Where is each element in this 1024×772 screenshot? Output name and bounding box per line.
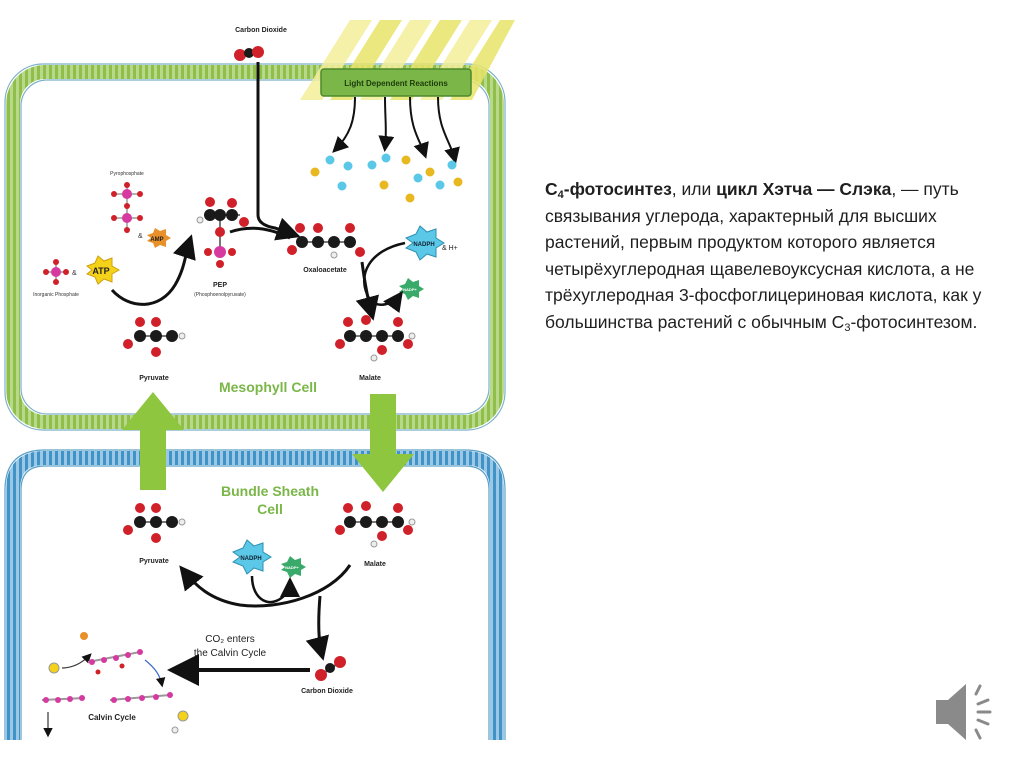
atp-burst bbox=[86, 255, 121, 285]
nadp-bottom-label: NADP+ bbox=[285, 565, 299, 570]
amp-label: AMP bbox=[150, 237, 163, 243]
nadph-bottom-burst bbox=[231, 539, 272, 575]
atp-ampersand: & bbox=[72, 270, 77, 277]
nadph-bottom-arrow bbox=[250, 575, 300, 604]
hatch-slack-term: цикл Хэтча — Слэка bbox=[716, 179, 892, 199]
pyruvate-bottom-molecule bbox=[123, 503, 186, 543]
oxaloacetate-molecule bbox=[287, 223, 365, 259]
pyrophosphate-molecule bbox=[111, 182, 143, 233]
c4-subscript: 4 bbox=[557, 189, 564, 201]
pyruvate-top-label: Pyruvate bbox=[139, 375, 169, 382]
nadp-top-burst bbox=[399, 278, 424, 300]
pep-label: PEP bbox=[213, 282, 227, 289]
description-end: -фотосинтезом. bbox=[850, 311, 978, 332]
c4-term: -фотосинтез bbox=[563, 179, 672, 199]
light-arrows bbox=[332, 96, 460, 164]
malate-to-pyruvate-arrow bbox=[179, 564, 352, 608]
bundle-sheath-membrane bbox=[6, 451, 504, 740]
co2-top-label: Carbon Dioxide bbox=[235, 27, 287, 34]
light-reactions-box bbox=[320, 68, 472, 97]
inorganic-phosphate-label: Inorganic Phosphate bbox=[33, 292, 79, 298]
pyruvate-to-pep-arrow bbox=[110, 234, 196, 306]
malate-to-co2-arrow bbox=[305, 595, 329, 661]
c4-description: C4-фотосинтез, или цикл Хэтча — Слэка, —… bbox=[545, 176, 985, 335]
inorganic-phosphate-molecule bbox=[43, 259, 69, 285]
up-transport-arrow bbox=[122, 392, 184, 490]
bundle-sheath-label-2: Cell bbox=[257, 501, 283, 517]
malate-bottom-molecule bbox=[335, 501, 416, 548]
pyruvate-bottom-label: Pyruvate bbox=[139, 558, 169, 565]
nadp-top-label: NADP+ bbox=[403, 287, 417, 292]
oxaloacetate-to-malate-arrow bbox=[355, 261, 379, 321]
nadph-top-label: NADPH bbox=[413, 242, 434, 248]
pyrophosphate-label: Pyrophosphate bbox=[110, 171, 144, 177]
amp-ampersand: & bbox=[138, 233, 143, 240]
light-reactions-label: Light Dependent Reactions bbox=[344, 79, 448, 88]
nadp-bottom-burst bbox=[281, 556, 306, 578]
atp-label: ATP bbox=[92, 266, 109, 276]
co2-arrow bbox=[256, 62, 301, 241]
h-plus-label: & H+ bbox=[442, 245, 458, 252]
energy-carriers bbox=[310, 153, 463, 203]
description-mid: , или bbox=[671, 179, 717, 199]
nadph-bottom-label: NADPH bbox=[240, 556, 261, 562]
co2-enters-label-2: the Calvin Cycle bbox=[194, 648, 267, 659]
pep-to-oxaloacetate-arrow bbox=[229, 226, 291, 240]
malate-top-molecule bbox=[335, 315, 416, 362]
pep-molecule bbox=[196, 197, 249, 268]
co2-bottom-molecule bbox=[315, 656, 346, 681]
amp-burst bbox=[147, 228, 171, 248]
calvin-cycle-molecules bbox=[41, 632, 189, 738]
mesophyll-label: Mesophyll Cell bbox=[219, 379, 317, 395]
oxaloacetate-label: Oxaloacetate bbox=[303, 267, 347, 274]
pep-full-label: (Phosphoenolpyruvate) bbox=[194, 292, 246, 298]
co2-bottom-label: Carbon Dioxide bbox=[301, 688, 353, 695]
co2-top-molecule bbox=[234, 46, 264, 61]
pyruvate-top-molecule bbox=[123, 317, 186, 357]
malate-top-label: Malate bbox=[359, 375, 381, 382]
description-body: , — путь связывания углерода, характерны… bbox=[545, 179, 982, 332]
co2-enters-label-1: CO₂ enters bbox=[205, 634, 254, 645]
calvin-cycle-label: Calvin Cycle bbox=[88, 713, 136, 722]
nadph-arrow-top bbox=[363, 241, 406, 314]
speaker-icon[interactable] bbox=[932, 672, 1002, 752]
c3-subscript: 3 bbox=[844, 321, 851, 334]
nadph-top-burst bbox=[404, 225, 445, 261]
mesophyll-membrane bbox=[6, 65, 504, 429]
malate-bottom-label: Malate bbox=[364, 561, 386, 568]
down-transport-arrow bbox=[352, 394, 414, 492]
bundle-sheath-label-1: Bundle Sheath bbox=[221, 483, 319, 499]
c4-prefix: C bbox=[545, 179, 558, 199]
